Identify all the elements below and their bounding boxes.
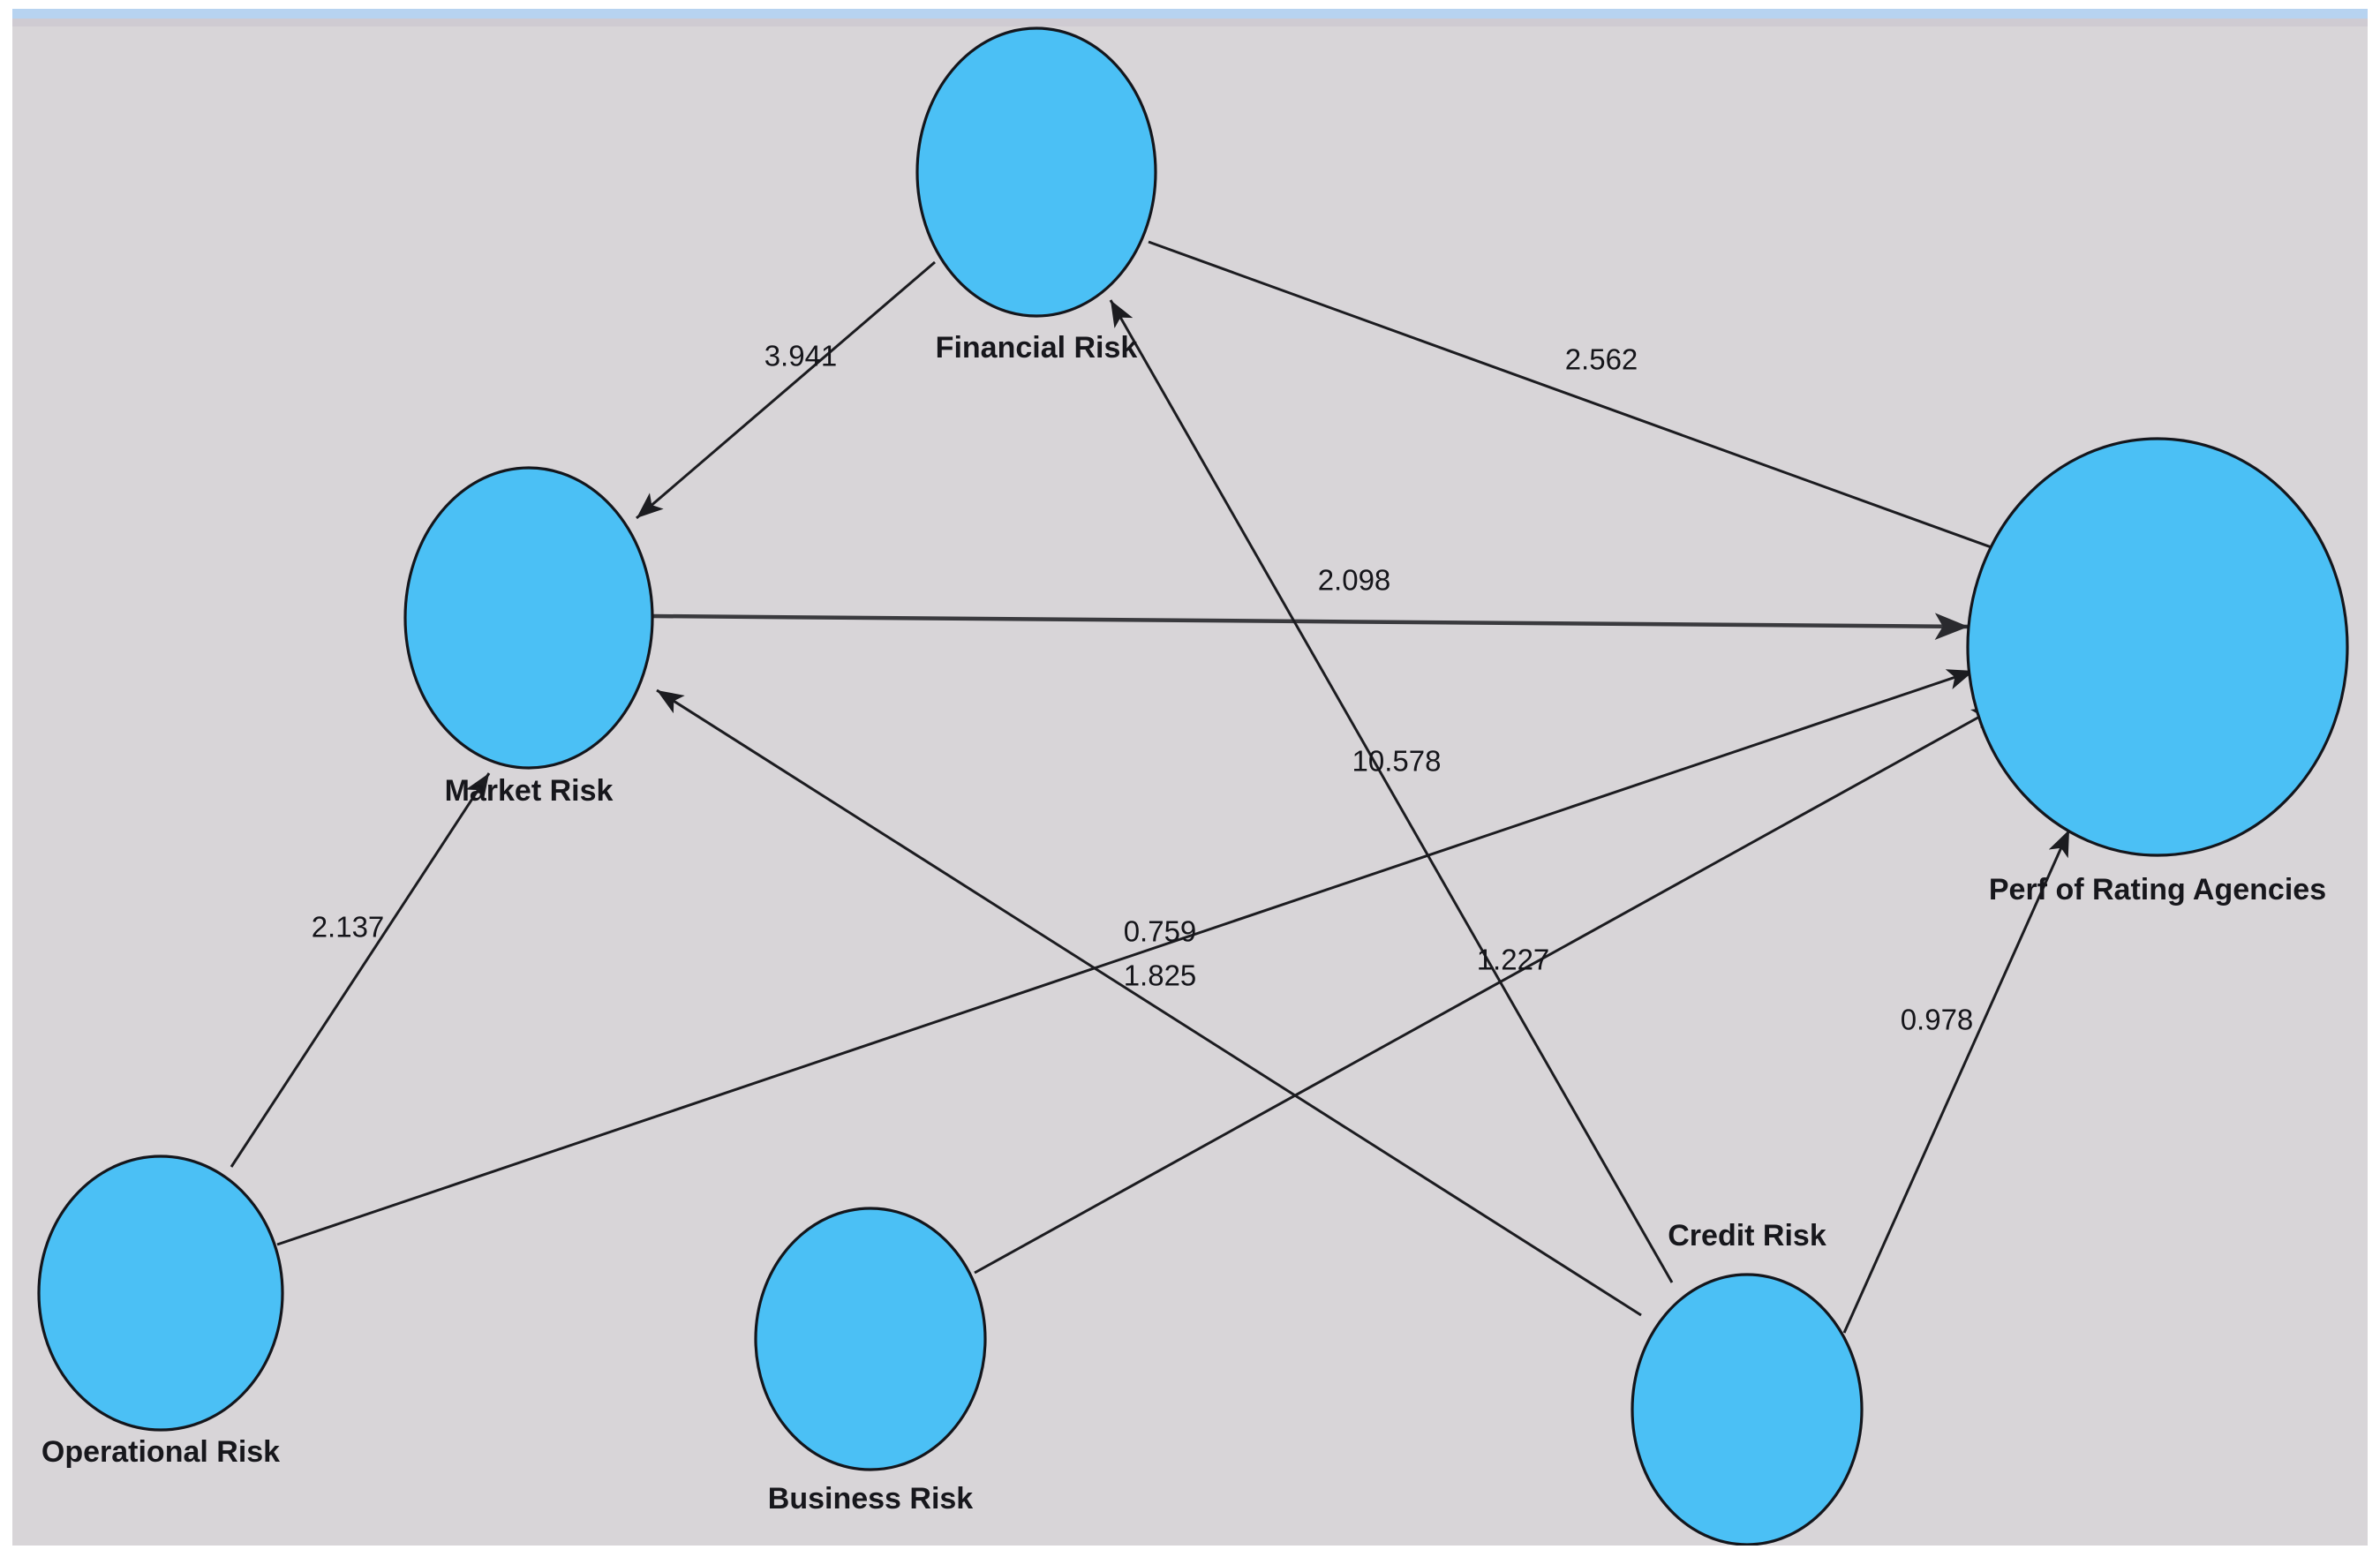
node-label-operational-risk: Operational Risk <box>41 1435 280 1469</box>
node-operational-risk[interactable] <box>37 1155 284 1432</box>
node-label-credit-risk: Credit Risk <box>1668 1219 1826 1252</box>
edge-financial-to-perf <box>1148 240 2029 562</box>
top-band-shadow <box>12 19 2368 26</box>
edge-label-operational-to-perf: 0.759 <box>1124 915 1197 948</box>
edge-label-credit-to-perf: 0.978 <box>1901 1004 1974 1036</box>
node-label-business-risk: Business Risk <box>768 1482 974 1516</box>
edge-label-financial-to-perf: 2.562 <box>1565 343 1638 376</box>
edge-operational-to-market <box>230 772 491 1168</box>
node-label-market-risk: Market Risk <box>445 774 614 808</box>
edge-credit-to-financial <box>1109 299 1674 1283</box>
edge-credit-to-market <box>656 688 1642 1317</box>
top-accent-band <box>12 9 2368 19</box>
edge-credit-to-perf <box>1842 829 2071 1334</box>
node-labels-layer: Financial Risk Market Risk Perf of Ratin… <box>41 331 2326 1516</box>
edge-business-to-perf <box>974 704 2000 1275</box>
node-business-risk[interactable] <box>754 1207 987 1471</box>
nodes-layer <box>37 26 2349 1546</box>
node-perf-of-rating-agencies[interactable] <box>1966 437 2349 857</box>
edge-label-financial-to-market: 3.941 <box>764 340 838 372</box>
node-credit-risk[interactable] <box>1631 1273 1864 1546</box>
diagram-canvas: Financial Risk Market Risk Perf of Ratin… <box>12 9 2368 1546</box>
path-diagram: Financial Risk Market Risk Perf of Ratin… <box>37 26 2349 1546</box>
edge-label-credit-to-financial: 10.578 <box>1352 745 1442 778</box>
edge-labels-layer: 3.941 2.562 2.098 10.578 2.137 0.759 1.8… <box>312 340 1974 1036</box>
edge-label-market-to-perf: 2.098 <box>1318 564 1391 597</box>
node-financial-risk[interactable] <box>915 26 1157 318</box>
edge-label-operational-to-market: 2.137 <box>312 911 385 944</box>
node-market-risk[interactable] <box>403 466 654 770</box>
node-label-financial-risk: Financial Risk <box>936 331 1138 365</box>
edge-market-to-perf <box>651 613 1970 640</box>
edges-layer <box>230 240 2071 1334</box>
edge-label-business-to-perf: 1.227 <box>1477 944 1550 976</box>
edge-label-credit-to-market: 1.825 <box>1124 959 1197 992</box>
edge-operational-to-perf <box>276 669 1975 1246</box>
node-label-perf-of-rating-agencies: Perf of Rating Agencies <box>1989 873 2326 906</box>
edge-financial-to-market <box>636 260 936 520</box>
